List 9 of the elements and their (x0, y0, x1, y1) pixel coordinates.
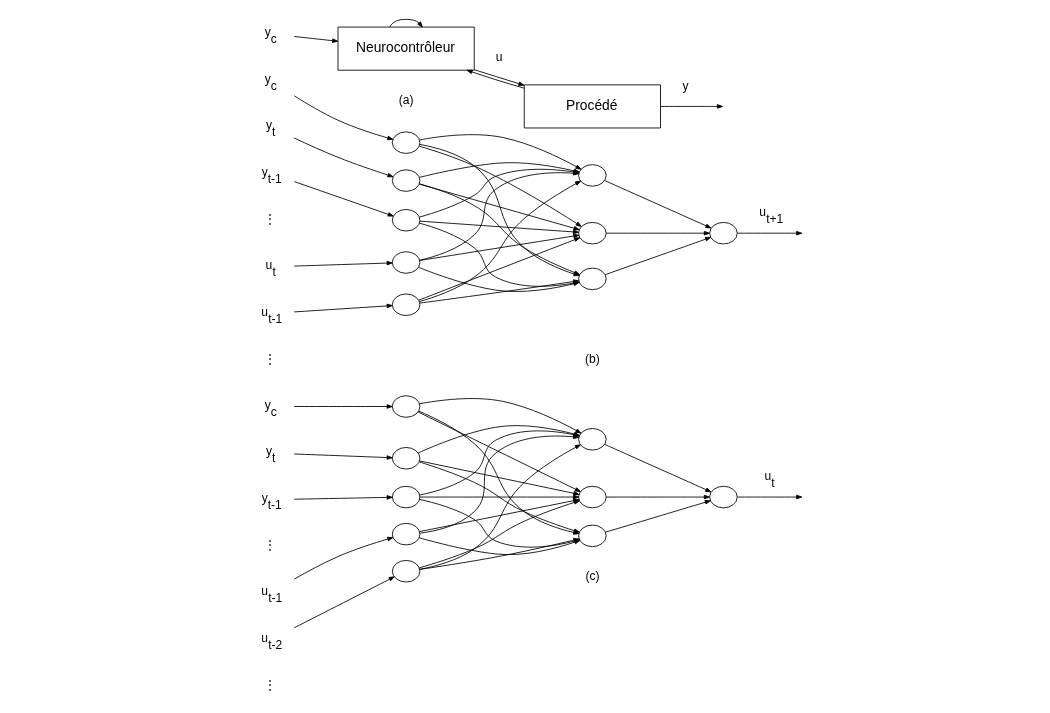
label: (a) (398, 93, 414, 108)
label: (c) (585, 569, 600, 584)
edge-label: u (495, 50, 503, 65)
label: ⋮ (264, 678, 277, 693)
label: ⋮ (264, 212, 277, 227)
label: ⋮ (264, 538, 277, 553)
edge-label: y (682, 78, 689, 93)
label: (b) (585, 352, 600, 367)
label: ⋮ (264, 352, 277, 367)
